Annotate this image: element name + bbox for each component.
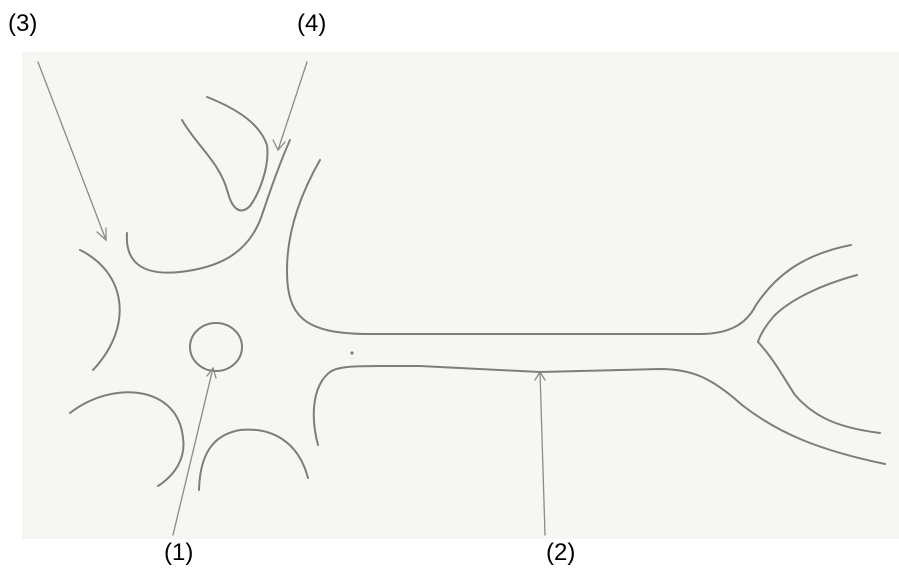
pointer-4-arrow (273, 62, 307, 150)
terminal-branch-lower (758, 342, 880, 433)
dendrite-top-left (127, 140, 290, 273)
axon-lower-edge (314, 366, 885, 464)
dendrite-left (80, 250, 120, 370)
dendrite-small-top (182, 97, 267, 210)
label-4: (4) (297, 12, 326, 36)
dendrite-bottom (199, 430, 308, 490)
nucleus (190, 323, 242, 371)
label-2: (2) (546, 541, 575, 565)
pointer-2-arrow (535, 372, 545, 535)
dendrite-bottom-left (70, 392, 183, 486)
ink-dot (350, 351, 353, 354)
label-1: (1) (164, 541, 193, 565)
label-3: (3) (8, 12, 37, 36)
pointer-3-arrow (38, 62, 106, 240)
pointer-1-arrow (173, 368, 216, 535)
axon-upper-edge (287, 160, 851, 334)
